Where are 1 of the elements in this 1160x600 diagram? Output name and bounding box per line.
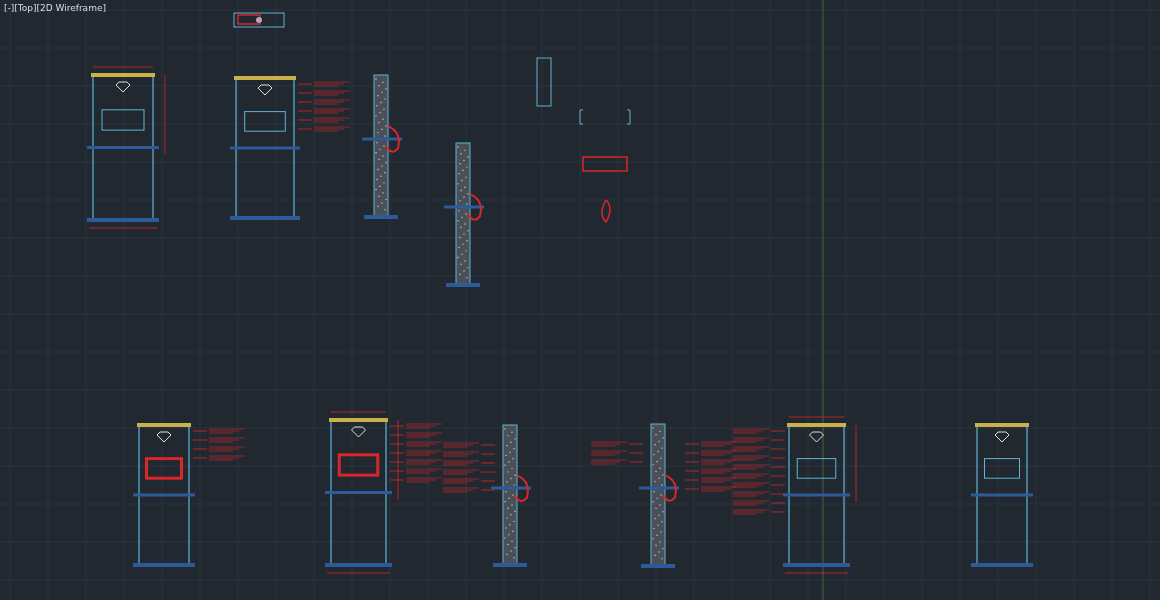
viewport-label: [-][Top][2D Wireframe] bbox=[4, 3, 106, 13]
